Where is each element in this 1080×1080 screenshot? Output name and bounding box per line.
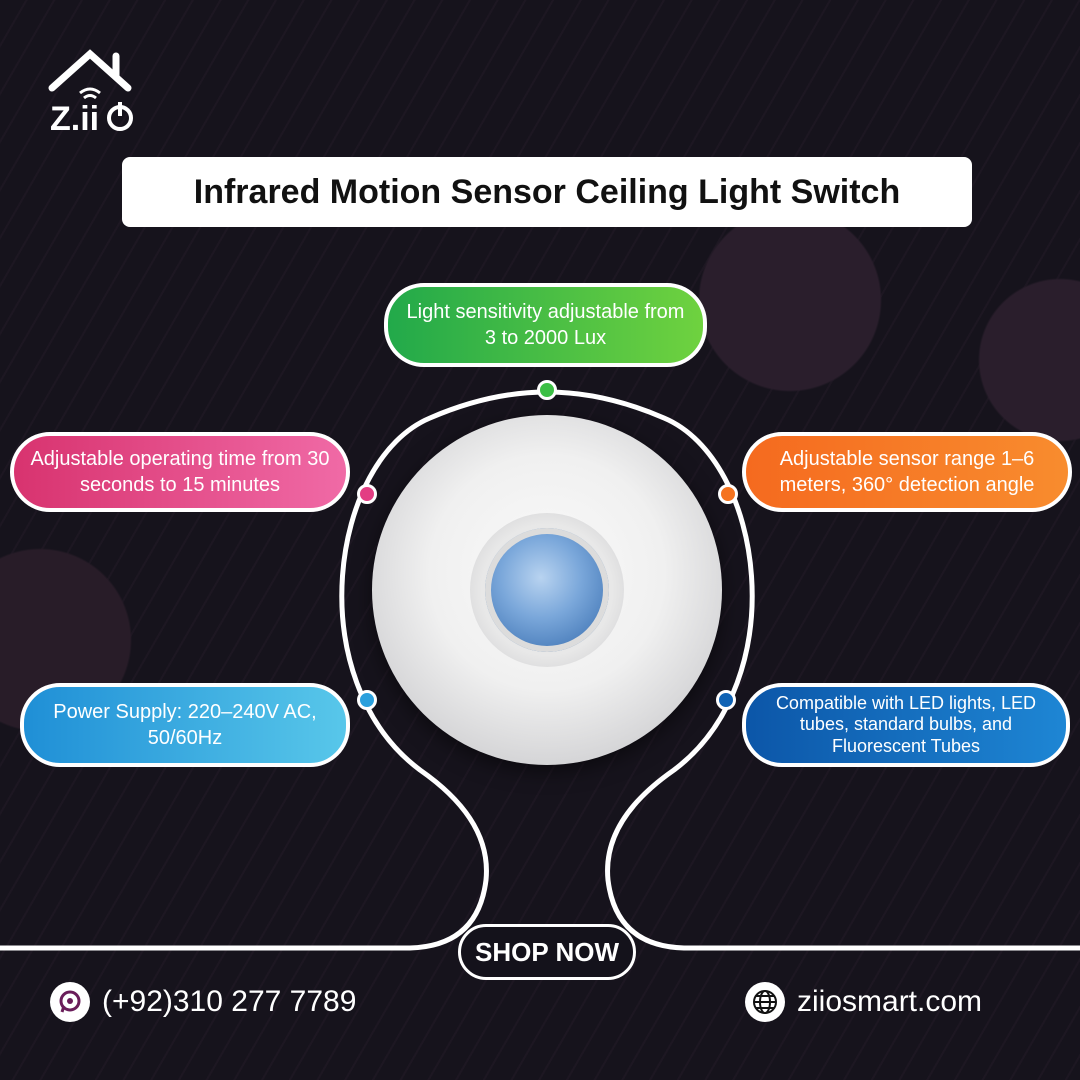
- feature-compatibility: Compatible with LED lights, LED tubes, s…: [742, 683, 1070, 767]
- connector-dot-lightblue: [357, 690, 377, 710]
- feature-operating-time: Adjustable operating time from 30 second…: [10, 432, 350, 512]
- phone-number: (+92)310 277 7789: [102, 985, 357, 1018]
- whatsapp-icon: [50, 982, 90, 1022]
- sensor-lens: [485, 528, 609, 652]
- page-title: Infrared Motion Sensor Ceiling Light Swi…: [122, 157, 972, 227]
- feature-power-supply: Power Supply: 220–240V AC, 50/60Hz: [20, 683, 350, 767]
- globe-icon: [745, 982, 785, 1022]
- website-contact[interactable]: ziiosmart.com: [745, 982, 982, 1022]
- feature-light-sensitivity: Light sensitivity adjustable from 3 to 2…: [384, 283, 707, 367]
- phone-contact[interactable]: (+92)310 277 7789: [50, 982, 356, 1022]
- connector-dot-orange: [718, 484, 738, 504]
- svg-text:Z.ii: Z.ii: [50, 100, 99, 138]
- website-url: ziiosmart.com: [797, 985, 983, 1018]
- ziio-logo: Z.ii: [48, 48, 138, 138]
- motion-sensor-image: [372, 415, 722, 765]
- connector-dot-pink: [357, 484, 377, 504]
- connector-dot-green: [537, 380, 557, 400]
- feature-sensor-range: Adjustable sensor range 1–6 meters, 360°…: [742, 432, 1072, 512]
- connector-dot-darkblue: [716, 690, 736, 710]
- shop-now-button[interactable]: SHOP NOW: [458, 924, 636, 980]
